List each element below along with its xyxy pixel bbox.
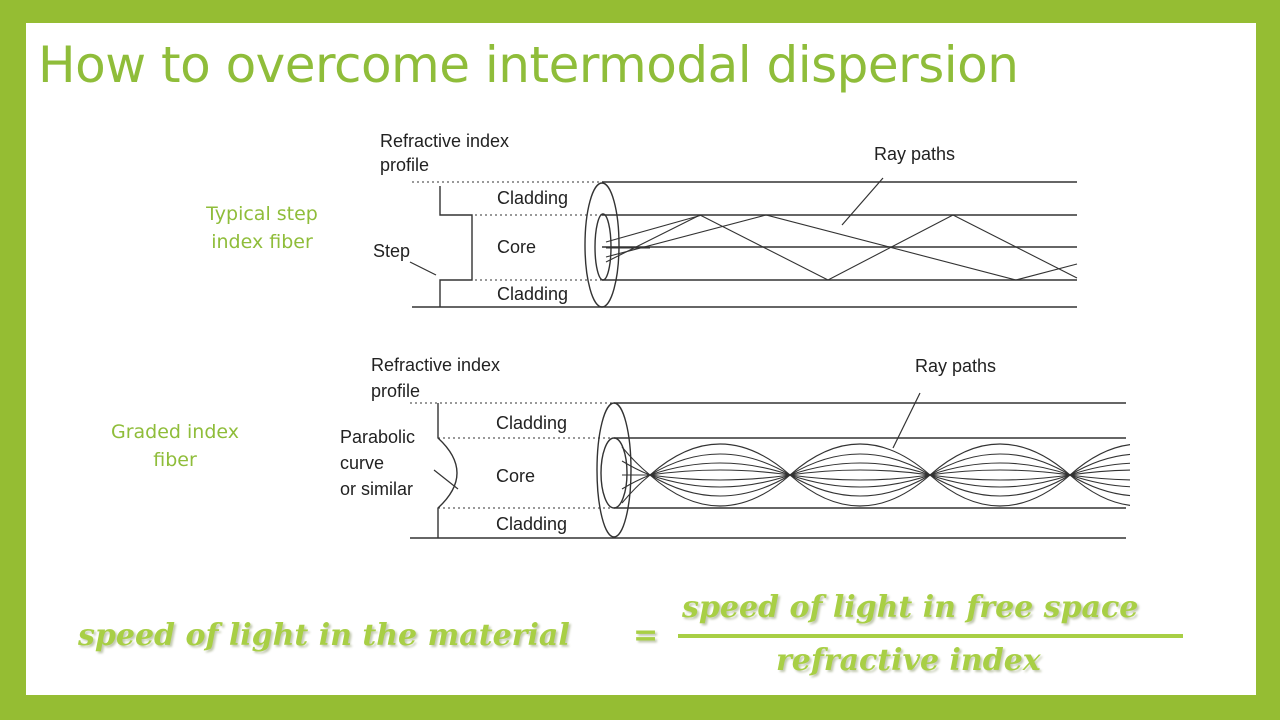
step-ray-paths-label: Ray paths — [874, 144, 955, 164]
graded-ray-path — [929, 462, 1071, 476]
graded-ray-path — [649, 453, 791, 476]
graded-ray-path — [929, 469, 1071, 476]
step-cladding-bottom-label: Cladding — [497, 284, 568, 304]
graded-ray-path — [929, 453, 1071, 476]
step-profile-label-2: profile — [380, 155, 429, 175]
step-ray-path-1 — [605, 214, 1078, 281]
graded-ray-path — [1069, 444, 1130, 476]
graded-profile-label-2: profile — [371, 381, 420, 401]
graded-ray-path — [1069, 474, 1130, 488]
graded-ray-path — [1069, 453, 1130, 476]
graded-profile-label-1: Refractive index — [371, 355, 500, 375]
step-index-diagram — [409, 177, 1078, 308]
graded-ray-path — [649, 462, 791, 476]
graded-ray-entry — [621, 474, 651, 490]
graded-ray-path — [789, 443, 931, 476]
graded-cladding-top-label: Cladding — [496, 413, 567, 433]
graded-ray-paths — [621, 443, 1130, 507]
step-profile-line — [439, 186, 473, 307]
graded-index-fiber-label: Graded index fiber — [110, 421, 239, 471]
graded-ray-path — [789, 462, 931, 476]
graded-ray-path — [789, 474, 931, 507]
graded-ray-path — [929, 474, 1071, 488]
graded-ray-path — [1069, 474, 1130, 481]
graded-ray-path — [1069, 462, 1130, 476]
step-cladding-top-label: Cladding — [497, 188, 568, 208]
graded-ray-path — [789, 474, 931, 481]
graded-ray-path — [649, 443, 791, 476]
step-profile-label-1: Refractive index — [380, 131, 509, 151]
step-ray-path-2 — [605, 214, 1078, 281]
graded-ray-path — [649, 469, 791, 476]
step-ray-path-3 — [605, 214, 703, 243]
graded-core-label: Core — [496, 466, 535, 486]
slide-background — [26, 23, 1256, 695]
parabolic-profile-curve — [437, 403, 458, 538]
step-label: Step — [373, 241, 410, 261]
slide-title: How to overcome intermodal dispersion — [38, 36, 1019, 94]
graded-ray-path — [649, 474, 791, 481]
graded-ray-path — [649, 474, 791, 488]
graded-ray-path — [929, 443, 1071, 476]
graded-ray-path — [789, 469, 931, 476]
graded-ray-path — [929, 474, 1071, 481]
graded-ray-path — [789, 474, 931, 488]
parabolic-label-2: curve — [340, 453, 384, 473]
graded-ray-paths-label: Ray paths — [915, 356, 996, 376]
graded-ray-path — [649, 474, 791, 497]
graded-index-diagram — [410, 392, 1126, 539]
graded-ray-path — [1069, 474, 1130, 497]
graded-ray-path — [1069, 474, 1130, 506]
graded-ray-path — [789, 453, 931, 476]
graded-ray-path — [929, 474, 1071, 497]
parabolic-label-1: Parabolic — [340, 427, 415, 447]
graded-cladding-bottom-label: Cladding — [496, 514, 567, 534]
step-core-label: Core — [497, 237, 536, 257]
parabolic-label-3: or similar — [340, 479, 413, 499]
graded-ray-path — [929, 474, 1071, 507]
graded-ray-path — [789, 474, 931, 497]
step-index-fiber-label: Typical step index fiber — [206, 203, 318, 253]
graded-ray-path — [649, 474, 791, 507]
graded-ray-entry — [621, 474, 651, 504]
graded-ray-entry — [621, 446, 651, 476]
graded-ray-entry — [621, 460, 651, 476]
graded-ray-path — [1069, 469, 1130, 476]
